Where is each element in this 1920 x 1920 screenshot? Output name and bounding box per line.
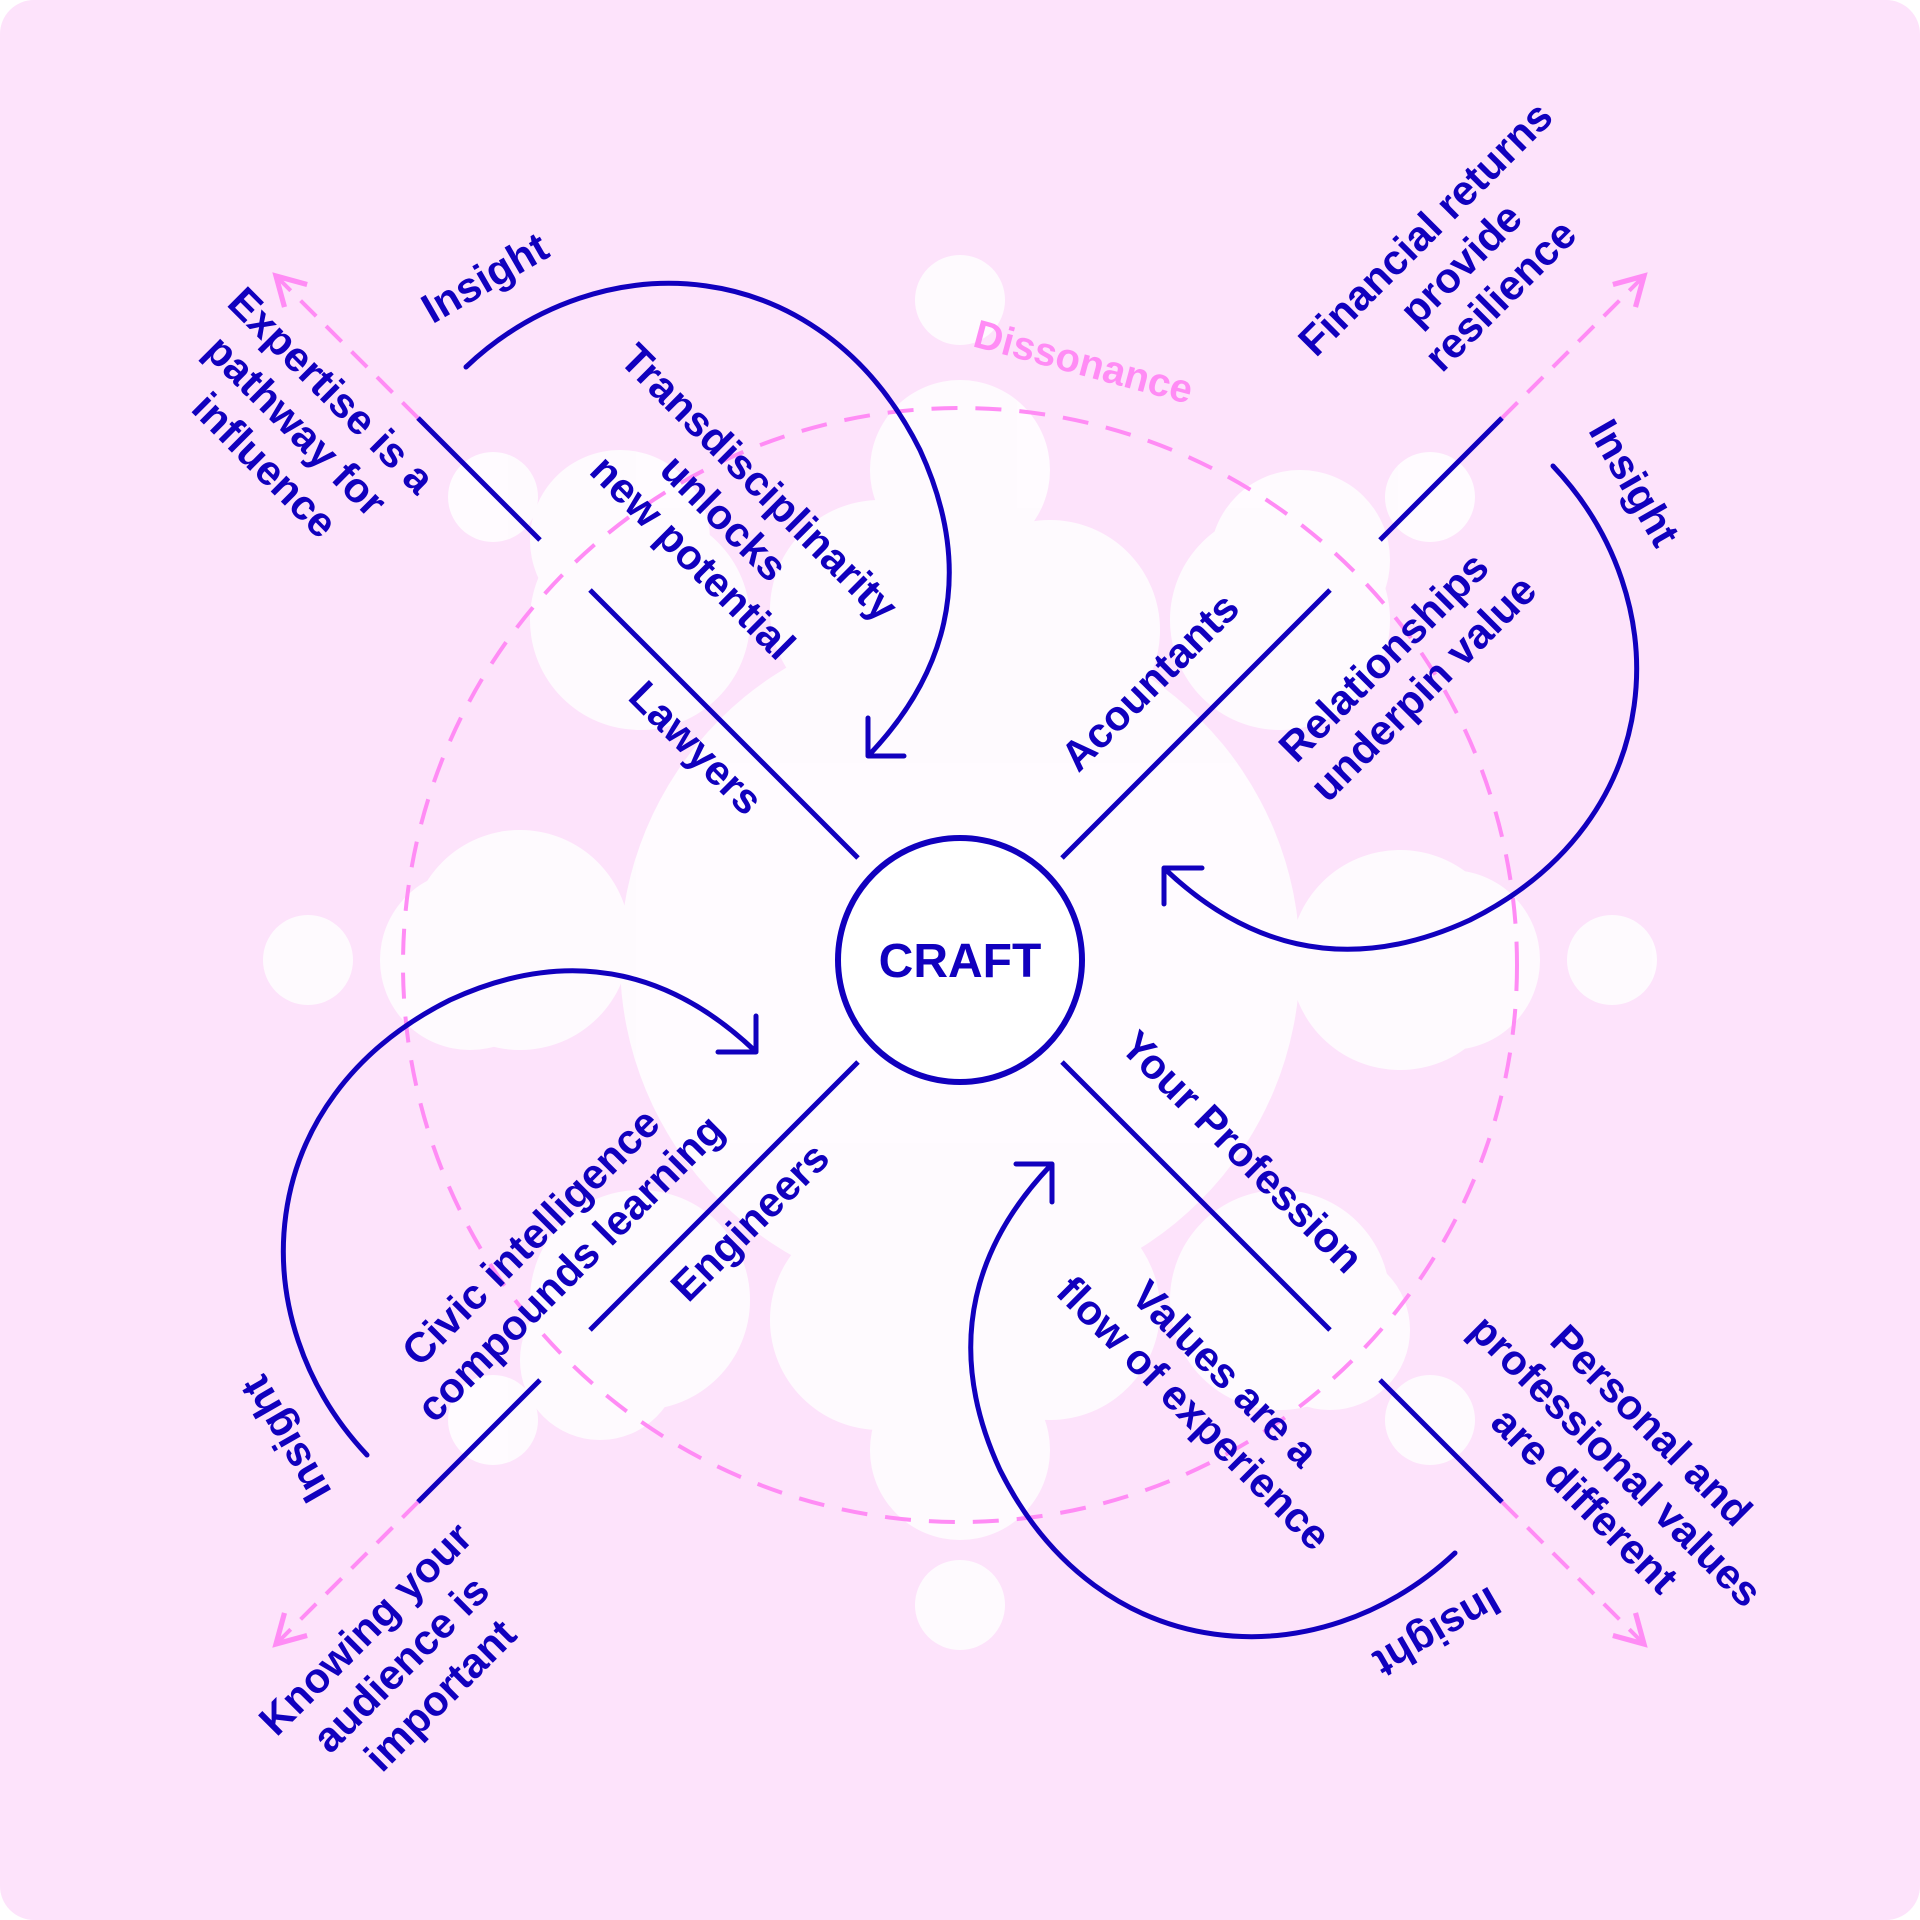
arrowhead-top-right	[1161, 865, 1205, 907]
spoke-top-left-outer	[416, 416, 542, 542]
spoke-top-left-inner	[588, 588, 860, 860]
spoke-bottom-left-inner	[588, 1060, 860, 1332]
arrowhead-bottom-right	[1013, 1161, 1055, 1205]
dissonance-circle	[401, 406, 1519, 1524]
spokes	[416, 416, 1504, 1504]
insight-arcs	[280, 280, 1640, 1640]
insight-arc-top-right	[1163, 463, 1640, 952]
spoke-top-right-outer	[1378, 416, 1504, 542]
spoke-top-right-inner	[1060, 588, 1332, 860]
insight-arc-top-left	[463, 280, 952, 757]
center-circle	[835, 835, 1085, 1085]
arrowhead-bottom-left	[715, 1013, 759, 1055]
spoke-bottom-right-inner	[1060, 1060, 1332, 1332]
spoke-bottom-right-outer	[1378, 1378, 1504, 1504]
insight-arc-bottom-left	[280, 968, 757, 1458]
center-label: CRAFT	[879, 935, 1042, 988]
insight-arc-bottom-right	[968, 1163, 1458, 1640]
arrowhead-top-left	[865, 715, 907, 759]
spoke-bottom-left-outer	[416, 1378, 542, 1504]
